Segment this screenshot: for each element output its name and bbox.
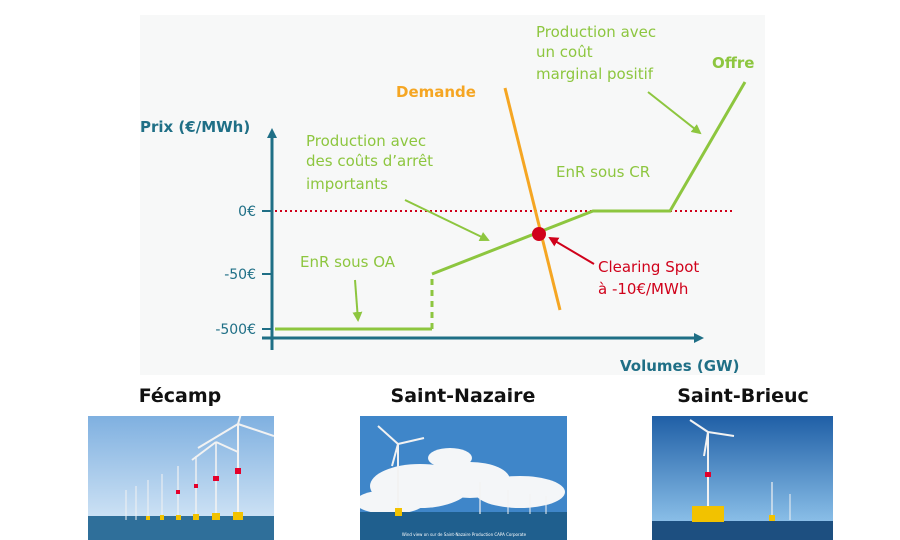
arrow-marginal [647,91,702,135]
annotation-marginal: Production avec un coût marginal positif [536,23,661,83]
tick-label-0: 0€ [238,204,256,220]
x-axis-label: Volumes (GW) [620,357,739,375]
photo-fecamp [88,416,274,540]
tick-label-minus500: -500€ [215,322,256,338]
annotation-arret-line3: importants [306,175,388,193]
photo-saint-nazaire: Wind view on sur de Saint-Nazaire Produc… [360,416,567,540]
photo-saint-brieuc [652,416,833,540]
clearing-point [532,227,546,241]
annotation-marginal-line1: Production avec [536,23,656,41]
photo-caption-saint-nazaire: Saint-Nazaire [390,385,536,407]
annotation-marginal-line3: marginal positif [536,65,654,83]
annotation-clearing-line2: à -10€/MWh [598,280,688,298]
annotation-arret-line1: Production avec [306,132,426,150]
arrow-arret [404,199,490,242]
annotation-arret-line2: des coûts d’arrêt [306,152,433,170]
y-axis-label: Prix (€/MWh) [140,118,250,136]
annotation-clearing: Clearing Spot à -10€/MWh [598,258,704,298]
annotation-enr-cr: EnR sous CR [556,163,650,181]
supply-curve [431,81,747,276]
photo-credit-saint-nazaire: Wind view on sur de Saint-Nazaire Produc… [402,532,527,537]
annotation-marginal-line2: un coût [536,43,593,61]
photo-caption-saint-brieuc: Saint-Brieuc [677,385,809,407]
arrow-clearing [548,236,595,265]
chart-background [140,15,765,375]
photo-caption-fecamp: Fécamp [138,385,222,407]
tick-label-minus50: -50€ [224,267,256,283]
demand-label: Demande [396,83,476,101]
arrow-enr-oa [352,279,363,322]
annotation-arret: Production avec des coûts d’arrêt import… [306,132,438,193]
annotation-clearing-line1: Clearing Spot [598,258,699,276]
supply-label: Offre [712,54,754,72]
annotation-enr-oa: EnR sous OA [300,253,396,271]
demand-curve [503,87,562,311]
